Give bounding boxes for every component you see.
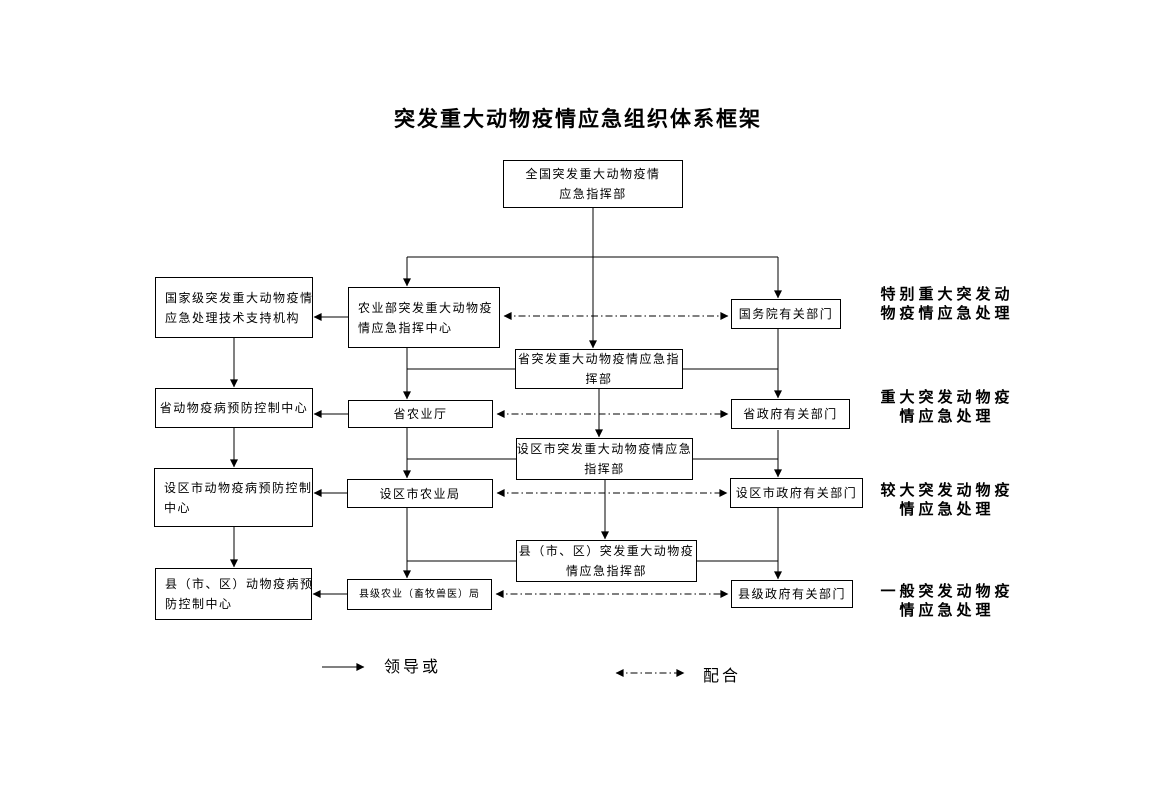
node-label-line: 国务院有关部门 [738, 307, 834, 321]
node-label-line: 中心 [164, 500, 192, 515]
node-county-gov-departments: 县级政府有关部门 [731, 580, 853, 608]
tier-label-line: 情应急处理 [899, 407, 995, 425]
node-label-line: 设区市农业局 [379, 486, 461, 501]
node-label-line: 设区市突发重大动物疫情应急 [516, 442, 693, 456]
tier-label-line: 重大突发动物疫 [880, 388, 1014, 406]
node-label-line: 县级政府有关部门 [737, 587, 846, 601]
node-county-control-center: 县（市、区）动物疫病预 防控制中心 [155, 568, 312, 620]
node-label-line: 情应急指挥中心 [358, 320, 453, 335]
node-label-line: 全国突发重大动物疫情 [525, 167, 661, 181]
legend-cooperate-label: 配合 [703, 666, 742, 685]
cooperate-arrows [495, 312, 729, 677]
node-label-line: 挥部 [585, 372, 613, 386]
node-label-line: 情应急指挥部 [565, 564, 647, 578]
tier-label-especially-major: 特别重大突发动 物疫情应急处理 [872, 285, 1022, 323]
tier-label-ordinary: 一般突发动物疫 情应急处理 [872, 582, 1022, 620]
node-label-line: 国家级突发重大动物疫情 [165, 290, 314, 305]
node-city-hq: 设区市突发重大动物疫情应急 指挥部 [516, 438, 693, 480]
node-label-line: 县级农业（畜牧兽医）局 [359, 588, 480, 600]
tier-label-line: 情应急处理 [899, 601, 995, 619]
node-label-line: 县（市、区）动物疫病预 [165, 577, 314, 591]
lead-arrows [230, 257, 782, 671]
tier-label-line: 物疫情应急处理 [880, 304, 1014, 322]
tier-label-line: 较大突发动物疫 [880, 481, 1014, 499]
node-label-line: 省动物疫病预防控制中心 [159, 401, 309, 415]
node-label-line: 设区市动物疫病预防控制 [164, 480, 313, 495]
node-label-line: 省突发重大动物疫情应急指 [517, 352, 680, 366]
node-label-line: 农业部突发重大动物疫 [358, 300, 494, 315]
plain-connectors [407, 208, 778, 562]
node-provincial-control-center: 省动物疫病预防控制中心 [155, 388, 313, 428]
tier-label-relatively-major: 较大突发动物疫 情应急处理 [872, 481, 1022, 519]
node-state-council-departments: 国务院有关部门 [731, 299, 841, 329]
node-county-agriculture-bureau: 县级农业（畜牧兽医）局 [347, 579, 492, 610]
legend-lead-label: 领导或 [384, 657, 442, 676]
page-title: 突发重大动物疫情应急组织体系框架 [394, 107, 762, 131]
node-provincial-agriculture-dept: 省农业厅 [348, 400, 493, 428]
tier-label-major: 重大突发动物疫 情应急处理 [872, 388, 1022, 426]
node-city-control-center: 设区市动物疫病预防控制 中心 [154, 468, 313, 527]
tier-label-line: 情应急处理 [899, 500, 995, 518]
node-label-line: 应急指挥部 [559, 187, 627, 201]
node-label-line: 设区市政府有关部门 [735, 486, 858, 500]
node-label-line: 省农业厅 [393, 407, 448, 421]
node-label-line: 省政府有关部门 [743, 407, 838, 421]
node-provincial-gov-departments: 省政府有关部门 [731, 399, 850, 429]
node-label-line: 指挥部 [584, 462, 625, 476]
node-national-tech-support: 国家级突发重大动物疫情 应急处理技术支持机构 [155, 277, 313, 338]
node-provincial-hq: 省突发重大动物疫情应急指 挥部 [515, 349, 683, 389]
tier-label-line: 一般突发动物疫 [880, 582, 1014, 600]
node-county-hq: 县（市、区）突发重大动物疫 情应急指挥部 [516, 540, 697, 582]
node-label-line: 防控制中心 [165, 597, 233, 611]
node-label-line: 县（市、区）突发重大动物疫 [518, 544, 695, 558]
node-moa-command-center: 农业部突发重大动物疫 情应急指挥中心 [348, 287, 500, 348]
node-label-line: 应急处理技术支持机构 [165, 310, 301, 325]
tier-label-line: 特别重大突发动 [880, 285, 1014, 303]
node-city-agriculture-bureau: 设区市农业局 [347, 479, 493, 508]
node-national-hq: 全国突发重大动物疫情 应急指挥部 [503, 160, 683, 208]
node-city-gov-departments: 设区市政府有关部门 [730, 478, 863, 508]
